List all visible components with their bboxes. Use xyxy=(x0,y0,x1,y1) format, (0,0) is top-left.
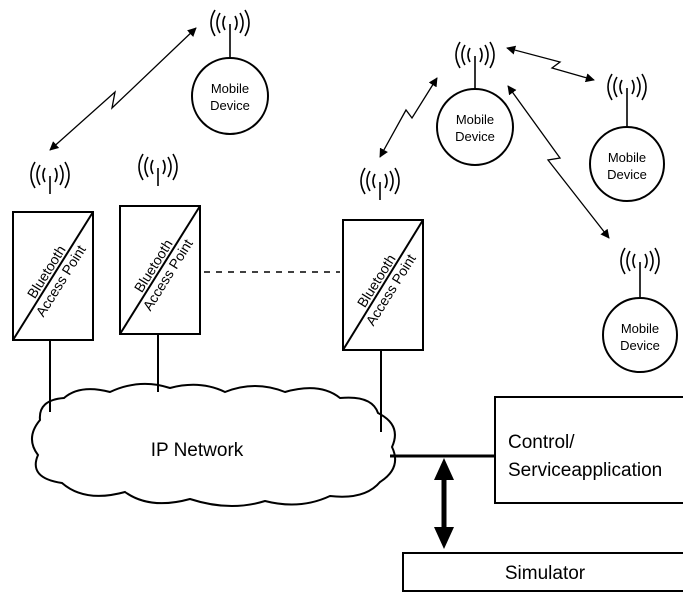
simulator-label: Simulator xyxy=(505,563,586,584)
control-label-line2: Serviceapplication xyxy=(508,460,662,481)
device-label-line2: Device xyxy=(210,98,250,113)
device-label-line1: Mobile xyxy=(608,150,646,165)
device-label-line2: Device xyxy=(620,338,660,353)
access-point-2: Bluetooth Access Point xyxy=(119,153,201,392)
antenna-icon xyxy=(360,167,400,201)
wireless-link-ap1-md1 xyxy=(49,27,197,151)
wireless-link-md2-md4 xyxy=(507,85,610,239)
antenna-icon xyxy=(455,41,495,75)
device-label-line1: Mobile xyxy=(211,81,249,96)
control-label-line1: Control/ xyxy=(508,432,575,453)
antenna-icon xyxy=(607,73,647,107)
network-label: IP Network xyxy=(151,440,244,461)
device-label-line2: Device xyxy=(607,167,647,182)
antenna-icon xyxy=(620,247,660,281)
mobile-device-4: Mobile Device xyxy=(602,247,678,373)
device-label-line1: Mobile xyxy=(456,112,494,127)
simulator-box: Simulator xyxy=(402,552,683,592)
access-point-1: Bluetooth Access Point xyxy=(12,161,94,412)
mobile-device-2: Mobile Device xyxy=(436,41,514,166)
antenna-icon xyxy=(210,9,250,43)
access-point-3: Bluetooth Access Point xyxy=(342,167,424,432)
mobile-device-3: Mobile Device xyxy=(589,73,665,202)
mobile-device-1: Mobile Device xyxy=(191,9,269,135)
simulator-link-arrow xyxy=(434,458,454,549)
wireless-link-ap3-md2 xyxy=(379,77,438,158)
antenna-icon xyxy=(30,161,70,195)
control-service-box: Control/ Serviceapplication xyxy=(494,396,683,504)
device-label-line2: Device xyxy=(455,129,495,144)
device-label-line1: Mobile xyxy=(621,321,659,336)
wireless-link-md2-md3 xyxy=(506,45,595,83)
antenna-icon xyxy=(138,153,178,187)
